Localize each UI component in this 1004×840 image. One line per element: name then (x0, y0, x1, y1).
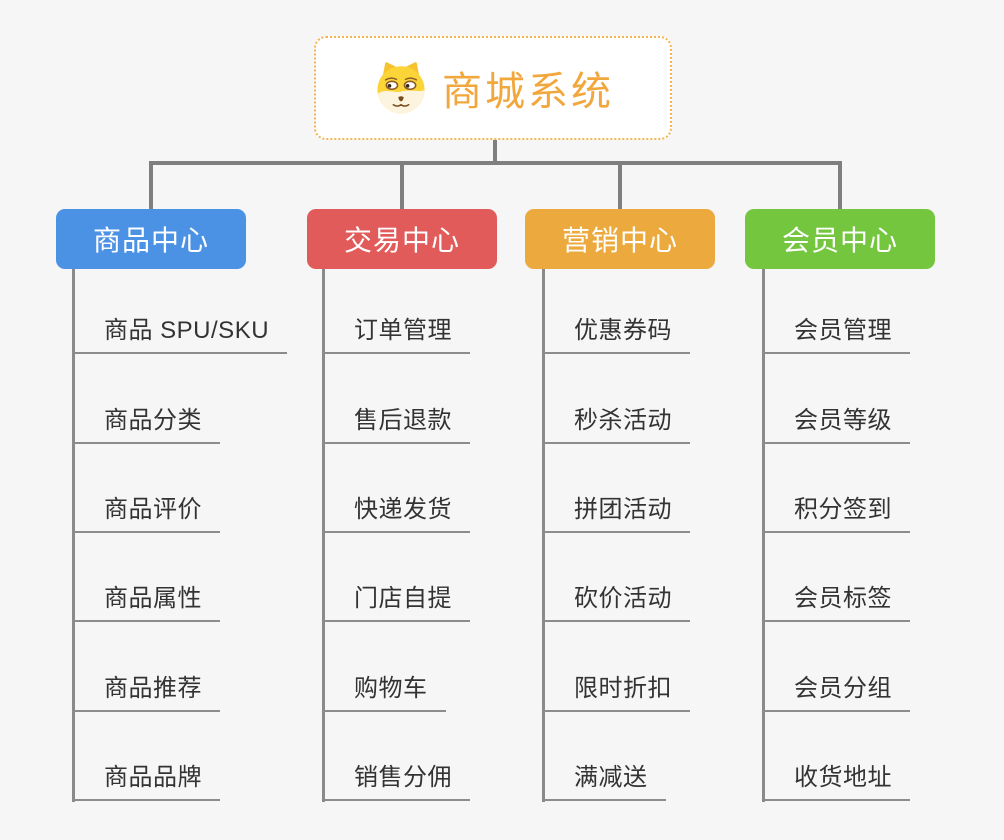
child-node[interactable]: 优惠券码 (542, 315, 690, 354)
branch-label: 交易中心 (343, 225, 460, 256)
child-node[interactable]: 售后退款 (322, 405, 470, 444)
child-node[interactable]: 会员管理 (762, 315, 910, 354)
root-node[interactable]: 商城系统 (314, 36, 672, 140)
child-node[interactable]: 商品评价 (72, 494, 220, 533)
branch-label: 会员中心 (781, 225, 898, 256)
child-node[interactable]: 商品推荐 (72, 673, 220, 712)
child-node[interactable]: 砍价活动 (542, 583, 690, 622)
child-node[interactable]: 商品属性 (72, 583, 220, 622)
child-node[interactable]: 快递发货 (322, 494, 470, 533)
child-node[interactable]: 会员标签 (762, 583, 910, 622)
child-node[interactable]: 订单管理 (322, 315, 470, 354)
child-node[interactable]: 限时折扣 (542, 673, 690, 712)
connector-drop-branch-2 (400, 161, 404, 210)
child-node[interactable]: 收货地址 (762, 762, 910, 801)
child-node[interactable]: 门店自提 (322, 583, 470, 622)
child-node[interactable]: 积分签到 (762, 494, 910, 533)
branch-node-trade[interactable]: 交易中心 (307, 209, 497, 269)
connector-drop-branch-3 (618, 161, 622, 210)
child-node[interactable]: 销售分佣 (322, 762, 470, 801)
connector-drop-branch-4 (838, 161, 842, 210)
branch-label: 营销中心 (561, 225, 678, 256)
branch-label: 商品中心 (92, 225, 209, 256)
connector-root-drop (493, 140, 497, 163)
child-node[interactable]: 商品品牌 (72, 762, 220, 801)
connector-horizontal (150, 161, 841, 165)
child-node[interactable]: 商品 SPU/SKU (72, 315, 288, 354)
child-node[interactable]: 商品分类 (72, 405, 220, 444)
child-node[interactable]: 秒杀活动 (542, 405, 690, 444)
branch-child-line (72, 269, 75, 802)
child-node[interactable]: 购物车 (322, 673, 446, 712)
child-node[interactable]: 拼团活动 (542, 494, 690, 533)
branch-node-member[interactable]: 会员中心 (745, 209, 935, 269)
connector-drop-branch-1 (149, 161, 153, 210)
child-node[interactable]: 会员等级 (762, 405, 910, 444)
branch-child-line (322, 269, 325, 802)
branch-node-marketing[interactable]: 营销中心 (525, 209, 715, 269)
child-node[interactable]: 会员分组 (762, 673, 910, 712)
dog-face-icon (377, 62, 425, 114)
child-node[interactable]: 满减送 (542, 762, 666, 801)
branch-child-line (542, 269, 545, 802)
branch-child-line (762, 269, 765, 802)
branch-node-product[interactable]: 商品中心 (56, 209, 246, 269)
root-title: 商城系统 (442, 70, 614, 114)
